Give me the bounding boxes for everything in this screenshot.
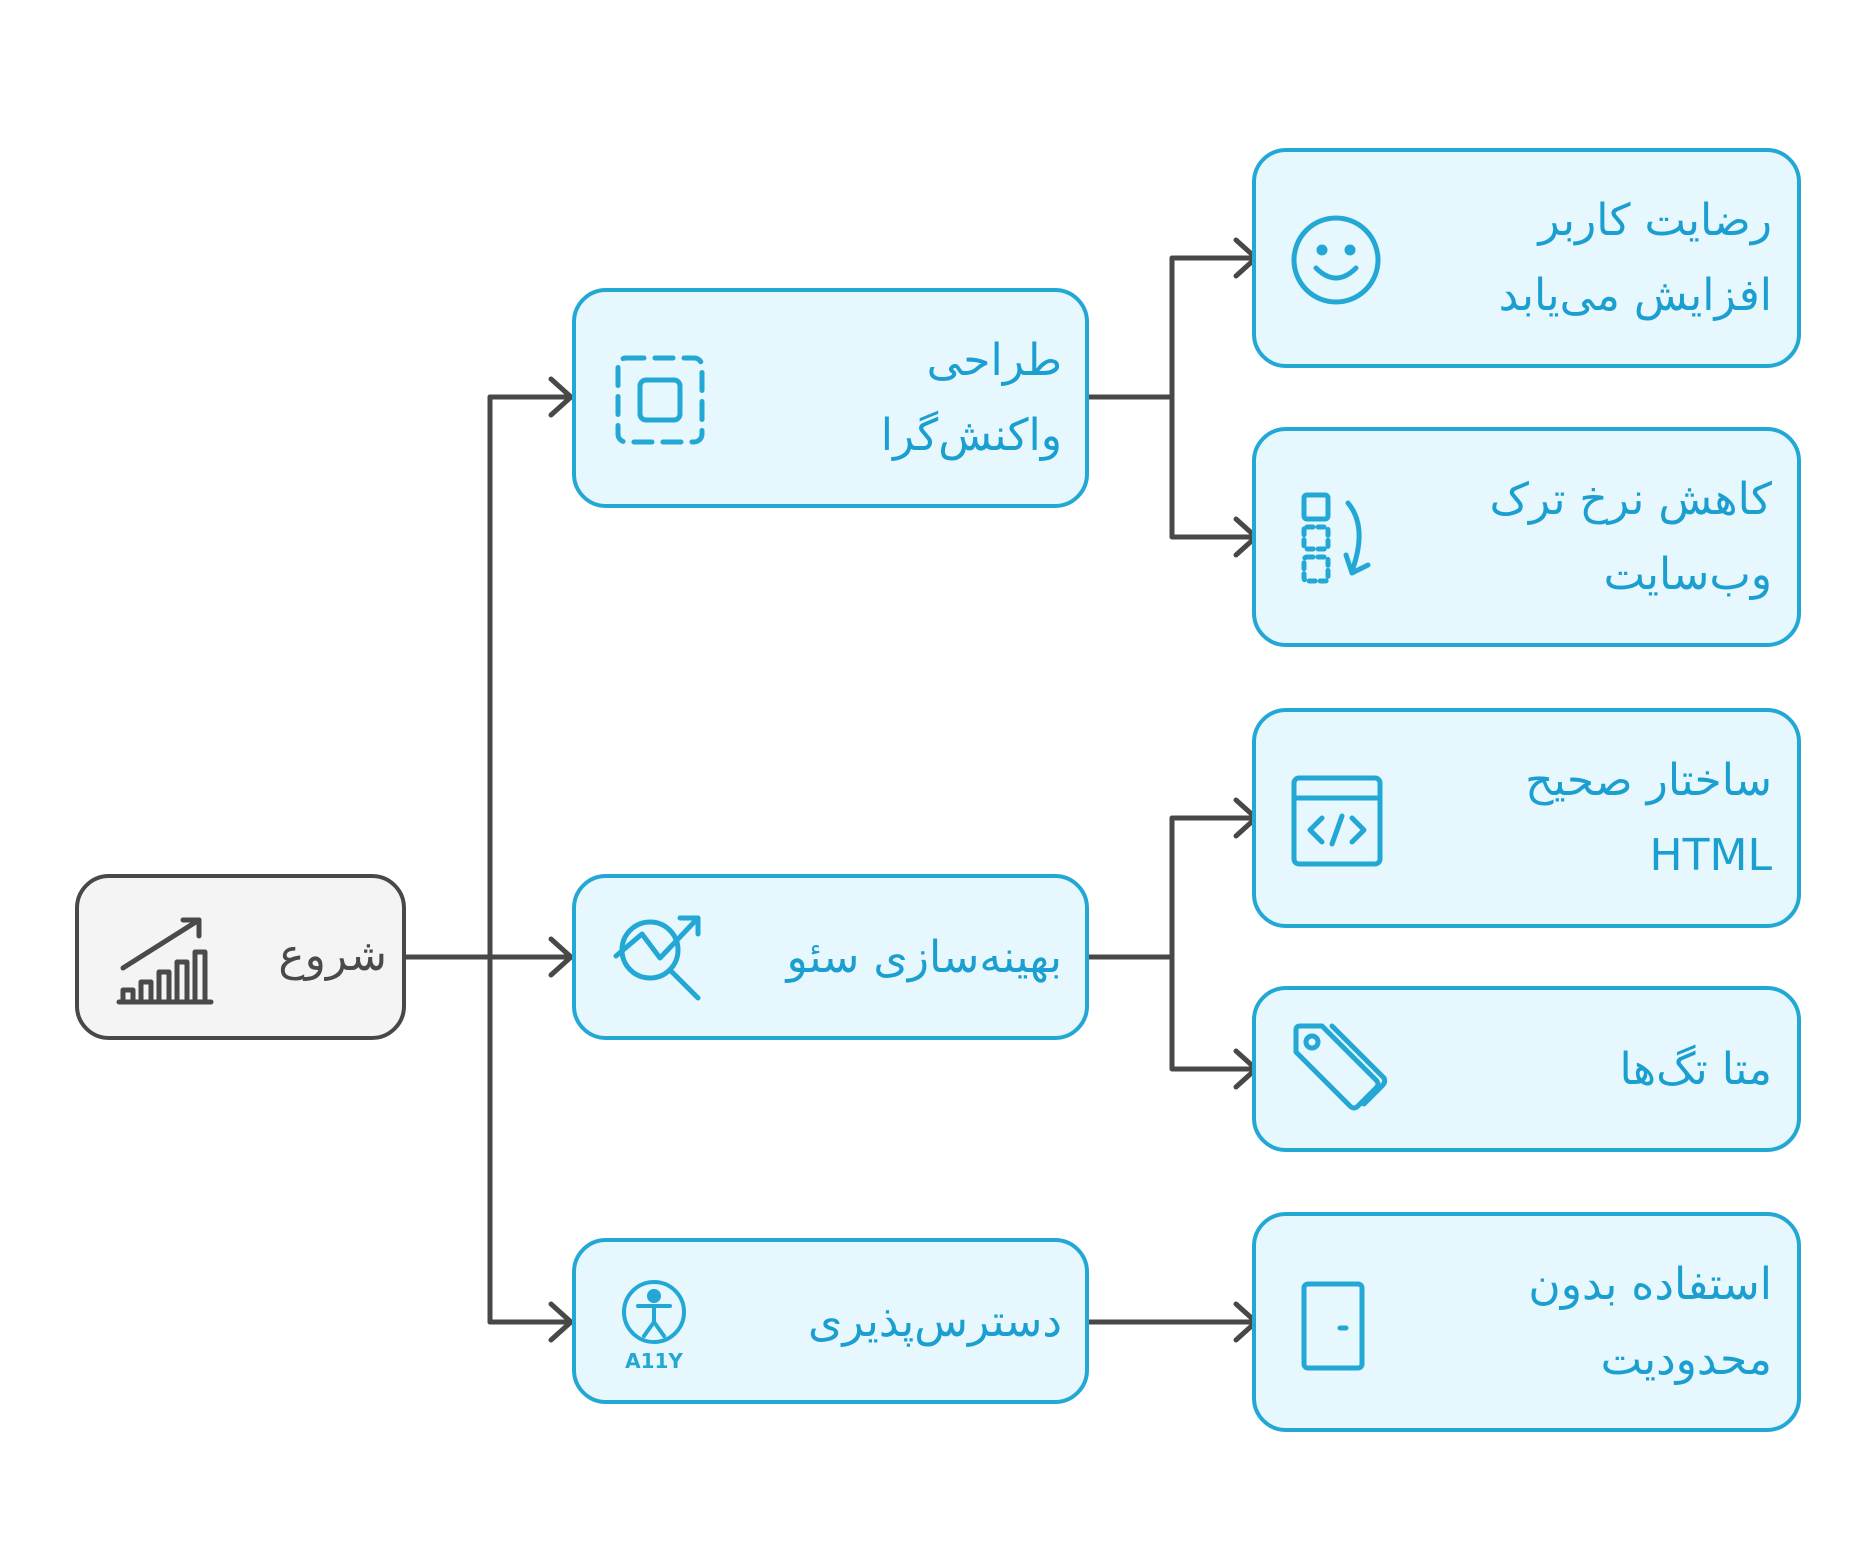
start-node[interactable]: شروع <box>75 874 406 1040</box>
seo-search-icon <box>613 912 710 1008</box>
accessibility-node[interactable]: A11Y دسترس‌پذیری <box>572 1238 1089 1404</box>
bounce-rate-label: کاهش نرخ ترک وب‌سایت <box>1489 474 1772 600</box>
unrestricted-use-label: استفاده بدون محدودیت <box>1528 1259 1772 1385</box>
responsive-frame-icon <box>614 354 706 446</box>
a11y-icon: A11Y <box>620 1280 692 1373</box>
accessibility-label: دسترس‌پذیری <box>807 1296 1062 1347</box>
unrestricted-use-node[interactable]: استفاده بدون محدودیت <box>1252 1212 1801 1432</box>
responsive-design-node[interactable]: طراحی واکنش‌گرا <box>572 288 1089 508</box>
start-label: شروع <box>278 930 387 981</box>
user-satisfaction-node[interactable]: رضایت کاربر افزایش می‌یابد <box>1252 148 1801 368</box>
seo-optimization-node[interactable]: بهینه‌سازی سئو <box>572 874 1089 1040</box>
html-structure-label: ساختار صحیح HTML <box>1525 755 1772 881</box>
user-satisfaction-label: رضایت کاربر افزایش می‌یابد <box>1498 195 1772 321</box>
meta-tags-node[interactable]: متا تگ‌ها <box>1252 986 1801 1152</box>
tag-icon <box>1292 1023 1388 1116</box>
smiley-icon <box>1290 214 1382 306</box>
arrowhead <box>548 936 574 978</box>
connector-seo-branch <box>1086 815 1255 1072</box>
meta-tags-label: متا تگ‌ها <box>1619 1044 1772 1095</box>
arrowhead <box>548 1301 574 1343</box>
bounce-rate-node[interactable]: کاهش نرخ ترک وب‌سایت <box>1252 427 1801 647</box>
code-window-icon <box>1291 775 1384 867</box>
responsive-design-label: طراحی واکنش‌گرا <box>880 335 1062 461</box>
connector-responsive-branch <box>1086 255 1255 540</box>
door-icon <box>1301 1281 1366 1372</box>
bounce-down-icon <box>1301 492 1382 585</box>
arrowhead <box>548 376 574 418</box>
html-structure-node[interactable]: ساختار صحیح HTML <box>1252 708 1801 928</box>
seo-optimization-label: بهینه‌سازی سئو <box>786 932 1063 983</box>
a11y-badge-text: A11Y <box>625 1349 683 1373</box>
growth-chart-icon <box>116 916 214 1006</box>
